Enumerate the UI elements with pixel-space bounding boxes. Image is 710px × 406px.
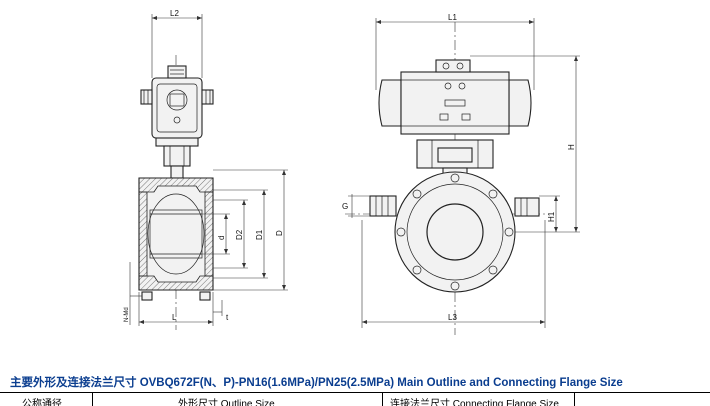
dim-d-label: d [217, 236, 226, 240]
table-col-nominal-diameter: 公称通径 [22, 399, 62, 406]
dim-nmd-label: N-Md [124, 307, 130, 322]
dim-d2-label: D2 [235, 229, 244, 240]
dim-l1-label: L1 [448, 13, 457, 22]
actuator-head [151, 77, 203, 139]
dim-g-label: G [342, 202, 348, 211]
dim-t-label: t [226, 313, 229, 322]
dim-l2-label: L2 [170, 9, 179, 18]
actuator-top-shaft [435, 59, 471, 73]
bolt-holes [396, 173, 514, 291]
flange-bore [426, 203, 484, 261]
fitting-left [369, 195, 397, 217]
stem [170, 165, 184, 179]
table-col-outline-size: 外形尺寸 Outline Size [178, 399, 275, 406]
flange-disc [394, 171, 516, 293]
actuator-end-right [508, 79, 532, 127]
right-view: L1 H H1 G L3 [342, 13, 580, 335]
coupling [437, 147, 473, 163]
spec-table-header: 公称通径 外形尺寸 Outline Size 连接法兰尺寸 Connecting… [0, 392, 710, 406]
cable-gland-right [201, 89, 214, 105]
left-view: L2 L N-Md t d D2 D1 D [124, 9, 288, 330]
actuator-end-left [378, 79, 402, 127]
table-col-flange-size: 连接法兰尺寸 Connecting Flange Size [390, 399, 559, 406]
bracket [163, 145, 191, 167]
valve-drawing: L2 L N-Md t d D2 D1 D [124, 9, 580, 335]
bolt-right [199, 291, 211, 301]
mounting-plate [155, 137, 199, 147]
dim-outer-d-label: D [275, 230, 284, 236]
figure-caption: 主要外形及连接法兰尺寸 OVBQ672F(N、P)-PN16(1.6MPa)/P… [10, 377, 623, 389]
dim-l-label: L [172, 313, 177, 322]
dim-h-label: H [567, 144, 576, 150]
cable-gland-top [167, 65, 187, 79]
cable-gland-left [140, 89, 153, 105]
dim-l3-label: L3 [448, 313, 457, 322]
actuator-body [400, 71, 510, 135]
dim-d1-label: D1 [255, 229, 264, 240]
bolt-left [141, 291, 153, 301]
dim-h1-label: H1 [547, 211, 556, 222]
